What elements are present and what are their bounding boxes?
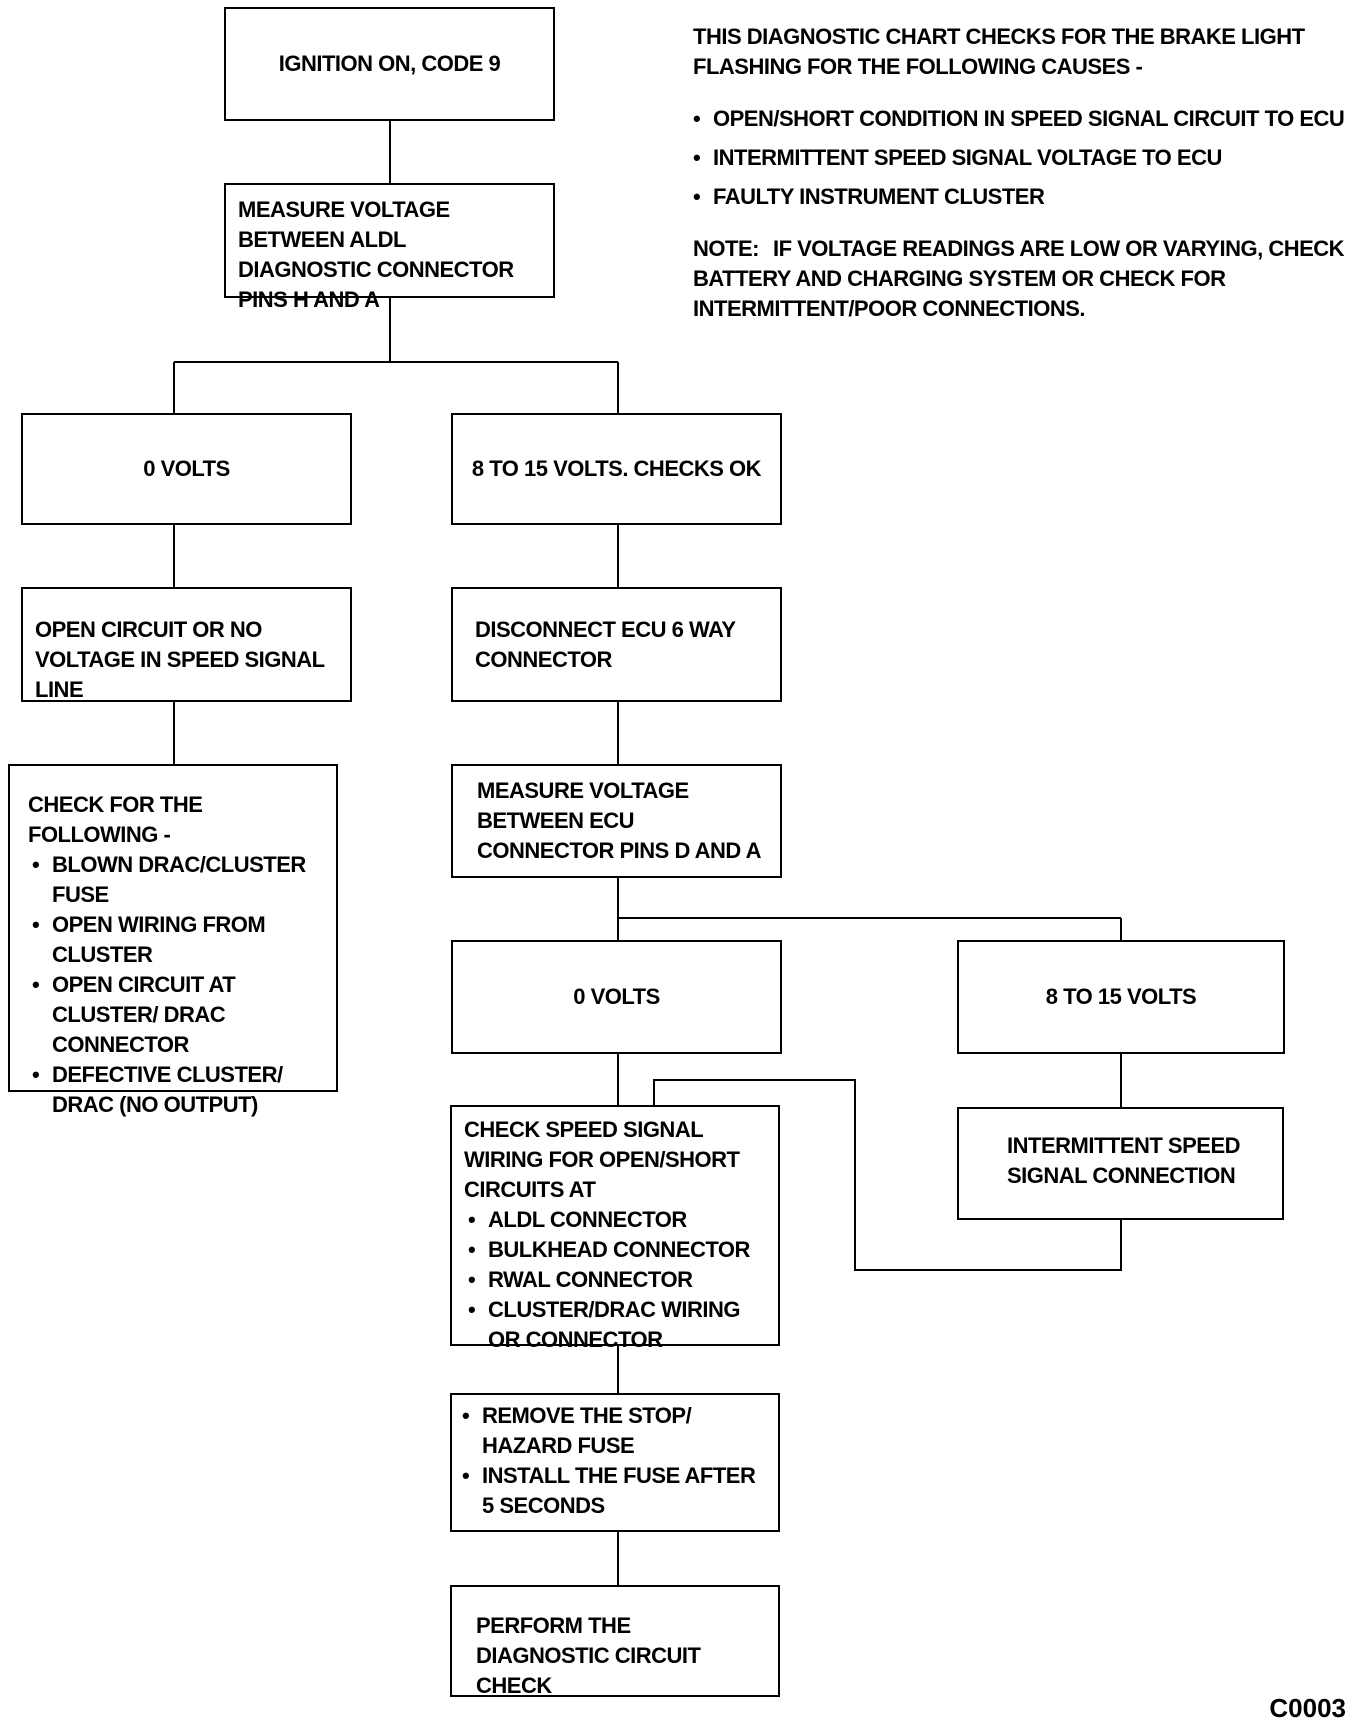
chart-description: THIS DIAGNOSTIC CHART CHECKS FOR THE BRA… <box>693 22 1353 324</box>
open-circuit-box: OPEN CIRCUIT OR NO VOLTAGE IN SPEED SIGN… <box>21 587 352 702</box>
zero-volts-box-2: 0 VOLTS <box>451 940 782 1054</box>
cause-item: OPEN/SHORT CONDITION IN SPEED SIGNAL CIR… <box>693 104 1353 134</box>
line-intermittent-loop <box>653 1079 1122 1271</box>
zero-volts-text-2: 0 VOLTS <box>573 984 660 1009</box>
check-speed-wiring-item: ALDL CONNECTOR <box>464 1205 766 1235</box>
check-following-item: OPEN WIRING FROM CLUSTER <box>28 910 324 970</box>
ok-volts-box-1: 8 TO 15 VOLTS. CHECKS OK <box>451 413 782 525</box>
ok-volts-text-2: 8 TO 15 VOLTS <box>1045 984 1197 1009</box>
cause-item: INTERMITTENT SPEED SIGNAL VOLTAGE TO ECU <box>693 143 1353 173</box>
check-following-list: BLOWN DRAC/CLUSTER FUSE OPEN WIRING FROM… <box>28 850 324 1120</box>
check-following-item: DEFECTIVE CLUSTER/ DRAC (NO OUTPUT) <box>28 1060 324 1120</box>
ok-volts-text-1: 8 TO 15 VOLTS. CHECKS OK <box>471 456 762 481</box>
check-speed-wiring-box: CHECK SPEED SIGNAL WIRING FOR OPEN/SHORT… <box>450 1105 780 1352</box>
check-speed-wiring-heading: CHECK SPEED SIGNAL WIRING FOR OPEN/SHORT… <box>464 1117 740 1202</box>
intermittent-box: INTERMITTENT SPEED SIGNAL CONNECTION <box>957 1107 1284 1220</box>
note-text: IF VOLTAGE READINGS ARE LOW OR VARYING, … <box>693 236 1345 321</box>
disconnect-ecu-box: DISCONNECT ECU 6 WAY CONNECTOR <box>451 587 782 702</box>
measure-aldl-text: MEASURE VOLTAGE BETWEEN ALDL DIAGNOSTIC … <box>238 197 514 312</box>
ok-volts-box-2: 8 TO 15 VOLTS <box>957 940 1285 1054</box>
chart-code: C0003 <box>1269 1693 1346 1723</box>
remove-fuse-box: REMOVE THE STOP/ HAZARD FUSE INSTALL THE… <box>450 1393 780 1532</box>
perform-check-box: PERFORM THE DIAGNOSTIC CIRCUIT CHECK <box>450 1585 780 1698</box>
measure-aldl-box: MEASURE VOLTAGE BETWEEN ALDL DIAGNOSTIC … <box>224 183 555 312</box>
chart-intro: THIS DIAGNOSTIC CHART CHECKS FOR THE BRA… <box>693 24 1305 79</box>
check-following-item: BLOWN DRAC/CLUSTER FUSE <box>28 850 324 910</box>
check-speed-wiring-item: CLUSTER/DRAC WIRING OR CONNECTOR <box>464 1295 766 1355</box>
check-speed-wiring-item: BULKHEAD CONNECTOR <box>464 1235 766 1265</box>
check-speed-wiring-list: ALDL CONNECTOR BULKHEAD CONNECTOR RWAL C… <box>464 1205 766 1355</box>
check-following-box: CHECK FOR THE FOLLOWING - BLOWN DRAC/CLU… <box>8 764 338 1117</box>
check-following-item: OPEN CIRCUIT AT CLUSTER/ DRAC CONNECTOR <box>28 970 324 1060</box>
measure-ecu-text: MEASURE VOLTAGE BETWEEN ECU CONNECTOR PI… <box>477 778 761 863</box>
remove-fuse-item: REMOVE THE STOP/ HAZARD FUSE <box>458 1401 766 1461</box>
zero-volts-text-1: 0 VOLTS <box>143 456 230 481</box>
measure-ecu-box: MEASURE VOLTAGE BETWEEN ECU CONNECTOR PI… <box>451 764 782 878</box>
note-label: NOTE: <box>693 236 759 261</box>
causes-list: OPEN/SHORT CONDITION IN SPEED SIGNAL CIR… <box>693 104 1353 212</box>
remove-fuse-list: REMOVE THE STOP/ HAZARD FUSE INSTALL THE… <box>458 1401 766 1521</box>
line-measure-ecu-to-branch <box>617 878 1122 940</box>
note-paragraph: NOTE:IF VOLTAGE READINGS ARE LOW OR VARY… <box>693 234 1353 324</box>
zero-volts-box-1: 0 VOLTS <box>21 413 352 525</box>
cause-item: FAULTY INSTRUMENT CLUSTER <box>693 182 1353 212</box>
check-speed-wiring-item: RWAL CONNECTOR <box>464 1265 766 1295</box>
start-text: IGNITION ON, CODE 9 <box>278 51 501 76</box>
intermittent-text: INTERMITTENT SPEED SIGNAL CONNECTION <box>1007 1133 1241 1188</box>
perform-check-text: PERFORM THE DIAGNOSTIC CIRCUIT CHECK <box>476 1613 701 1698</box>
open-circuit-text: OPEN CIRCUIT OR NO VOLTAGE IN SPEED SIGN… <box>35 617 325 702</box>
line-measure-to-branch <box>173 298 619 413</box>
check-following-heading: CHECK FOR THE FOLLOWING - <box>28 792 203 847</box>
start-box: IGNITION ON, CODE 9 <box>224 7 555 121</box>
remove-fuse-item: INSTALL THE FUSE AFTER 5 SECONDS <box>458 1461 766 1521</box>
disconnect-ecu-text: DISCONNECT ECU 6 WAY CONNECTOR <box>475 617 736 672</box>
